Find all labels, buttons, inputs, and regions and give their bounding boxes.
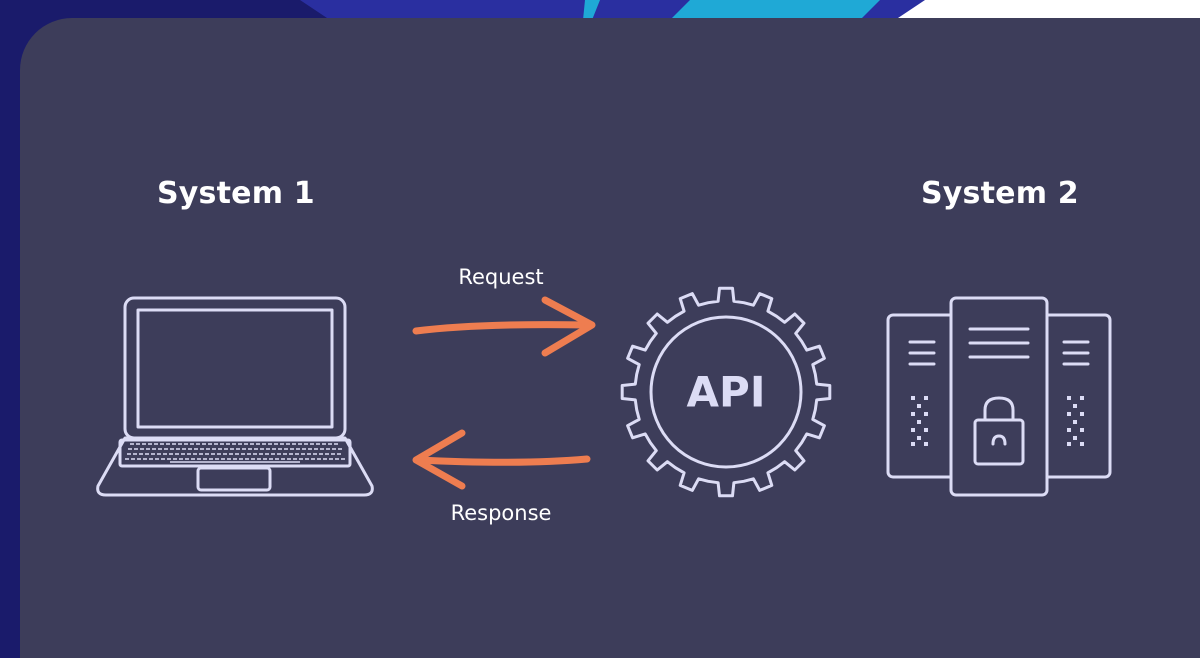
gear-icon bbox=[620, 286, 832, 498]
response-label: Response bbox=[450, 501, 552, 525]
request-label: Request bbox=[458, 265, 544, 289]
white-band bbox=[895, 0, 1200, 20]
lock-icon bbox=[973, 396, 1025, 466]
api-label: API bbox=[686, 367, 766, 417]
system-2-title: System 2 bbox=[921, 176, 1079, 211]
response-arrow bbox=[412, 429, 591, 490]
request-arrow bbox=[412, 296, 596, 357]
server-rack-icon bbox=[886, 296, 1112, 497]
cyan-stripe bbox=[583, 0, 600, 20]
laptop-icon bbox=[96, 296, 374, 497]
system-1-title: System 1 bbox=[157, 176, 315, 211]
cyan-band bbox=[670, 0, 880, 20]
